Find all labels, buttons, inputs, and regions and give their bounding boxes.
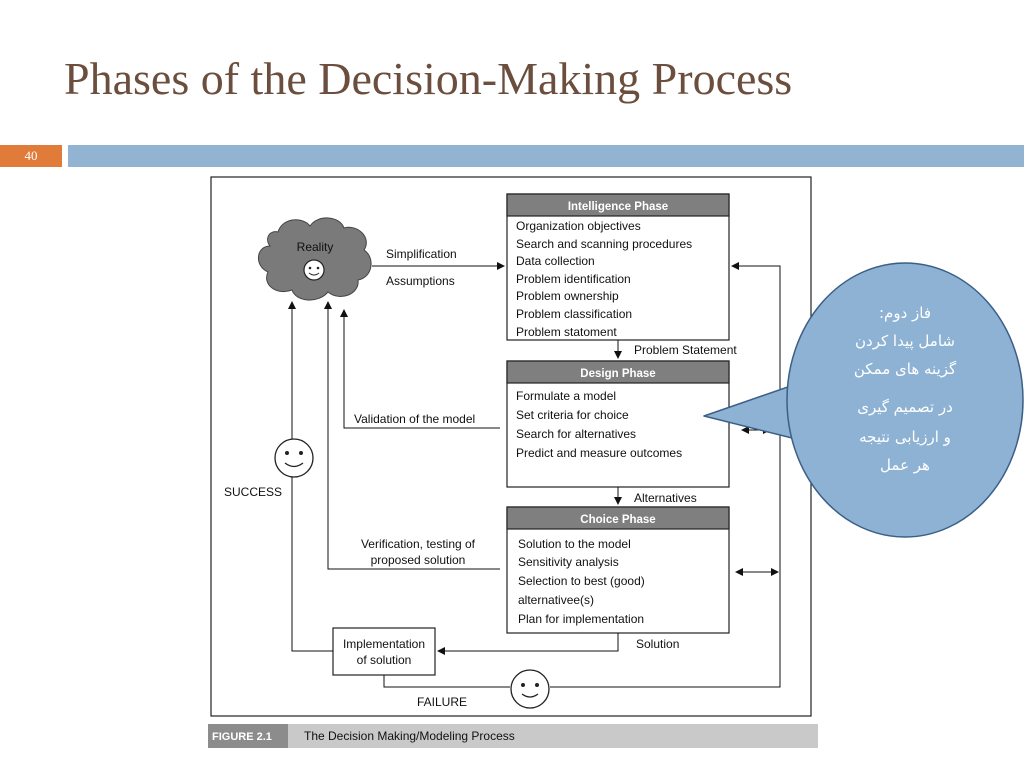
validation-arrow bbox=[340, 309, 500, 429]
connectors bbox=[288, 262, 781, 688]
success-arrow bbox=[288, 301, 333, 652]
assumptions-label: Assumptions bbox=[386, 274, 455, 288]
choice-item: Plan for implementation bbox=[518, 612, 644, 626]
failure-smiley-icon bbox=[510, 669, 550, 709]
accent-bar bbox=[68, 145, 1024, 167]
callout-bubble: فاز دوم: شامل پیدا کردن گزینه های ممکن د… bbox=[703, 262, 1024, 538]
choice-header-bg bbox=[506, 506, 730, 530]
alternatives-label: Alternatives bbox=[634, 491, 697, 505]
design-phase-box: Design Phase Formulate a model Set crite… bbox=[506, 360, 730, 488]
reality-smiley-icon bbox=[303, 259, 325, 281]
implementation-box: Implementation of solution bbox=[332, 627, 436, 676]
page-number: 40 bbox=[0, 145, 62, 167]
choice-item: Solution to the model bbox=[518, 537, 631, 551]
choice-item: Sensitivity analysis bbox=[518, 555, 619, 569]
solution-label: Solution bbox=[636, 637, 679, 651]
intelligence-item: Search and scanning procedures bbox=[516, 237, 692, 251]
intelligence-item: Problem ownership bbox=[516, 289, 619, 303]
verification-arrow bbox=[324, 301, 500, 570]
design-item: Formulate a model bbox=[516, 389, 616, 403]
callout-line: فاز دوم: bbox=[879, 304, 931, 322]
failure-feedback-arrow bbox=[550, 262, 781, 688]
choice-item: Selection to best (good) bbox=[518, 574, 645, 588]
choice-header: Choice Phase bbox=[580, 514, 655, 526]
choice-phase-box: Choice Phase Solution to the model Sensi… bbox=[506, 506, 730, 634]
choice-item: alternativee(s) bbox=[518, 593, 594, 607]
callout-line: هر عمل bbox=[880, 456, 930, 474]
intelligence-item: Problem statoment bbox=[516, 325, 617, 339]
success-smiley-icon bbox=[274, 438, 314, 478]
intelligence-item: Problem classification bbox=[516, 307, 632, 321]
callout-line: و ارزیابی نتیجه bbox=[859, 428, 951, 446]
design-header-bg bbox=[506, 360, 730, 384]
verification-label-2: proposed solution bbox=[371, 553, 466, 567]
figure-caption: FIGURE 2.1 The Decision Making/Modeling … bbox=[208, 724, 818, 748]
simplification-label: Simplification bbox=[386, 247, 457, 261]
slide-title: Phases of the Decision-Making Process bbox=[64, 53, 793, 104]
problem-statement-label: Problem Statement bbox=[634, 343, 737, 357]
validation-label: Validation of the model bbox=[354, 412, 475, 426]
callout-line: شامل پیدا کردن bbox=[855, 332, 955, 351]
intelligence-item: Organization objectives bbox=[516, 219, 641, 233]
design-item: Set criteria for choice bbox=[516, 408, 629, 422]
design-header: Design Phase bbox=[580, 368, 655, 380]
caption-text: The Decision Making/Modeling Process bbox=[304, 729, 515, 743]
implementation-label-1: Implementation bbox=[343, 637, 425, 651]
failure-label: FAILURE bbox=[417, 695, 467, 709]
intelligence-header-bg bbox=[506, 193, 730, 217]
implementation-label-2: of solution bbox=[357, 653, 412, 667]
intelligence-item: Data collection bbox=[516, 254, 595, 268]
intelligence-header: Intelligence Phase bbox=[568, 201, 668, 213]
reality-label: Reality bbox=[297, 240, 334, 254]
callout-line: در تصمیم گیری bbox=[857, 398, 953, 416]
design-item: Predict and measure outcomes bbox=[516, 446, 682, 460]
solution-arrow bbox=[437, 633, 619, 655]
intelligence-item: Problem identification bbox=[516, 272, 631, 286]
reality-cloud: Reality bbox=[258, 217, 372, 301]
callout-line: گزینه های ممکن bbox=[854, 360, 957, 378]
caption-label: FIGURE 2.1 bbox=[212, 731, 272, 743]
verification-label-1: Verification, testing of bbox=[361, 537, 476, 551]
success-label: SUCCESS bbox=[224, 485, 282, 499]
intelligence-phase-box: Intelligence Phase Organization objectiv… bbox=[506, 193, 730, 341]
design-item: Search for alternatives bbox=[516, 427, 636, 441]
failure-line bbox=[383, 675, 510, 688]
